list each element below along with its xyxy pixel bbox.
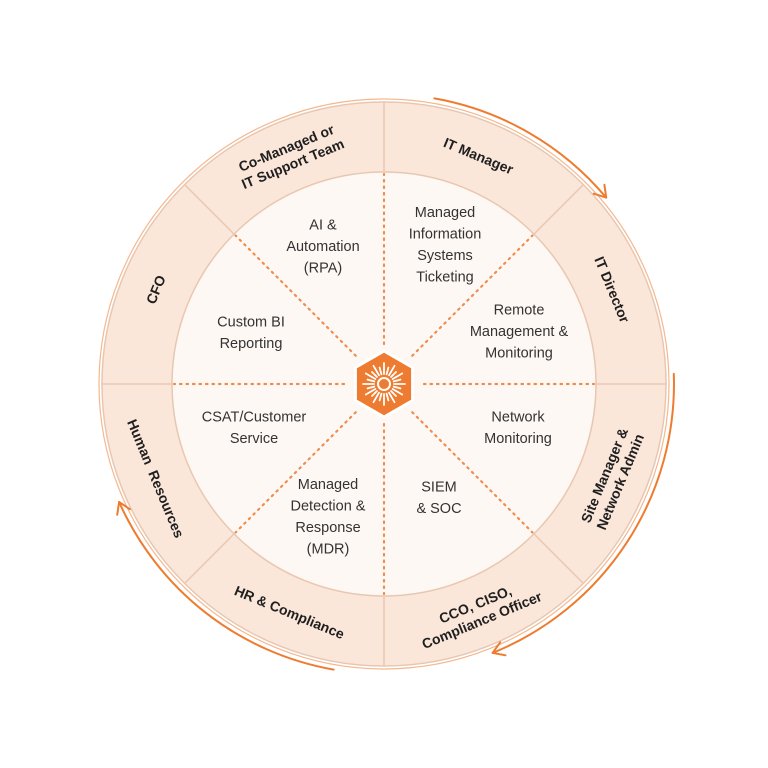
inner-service-line: SIEM xyxy=(421,479,456,495)
ring-divider xyxy=(533,184,584,235)
logo-ray xyxy=(366,385,376,390)
inner-service-line: Monitoring xyxy=(484,431,552,447)
inner-service-line: (RPA) xyxy=(304,261,342,277)
sunburst-logo-icon xyxy=(362,362,406,406)
inner-service-label: Custom BI Reporting xyxy=(217,314,285,352)
inner-service-line: Response xyxy=(295,520,360,536)
logo-ray xyxy=(366,378,376,383)
inner-service-line: Network xyxy=(491,409,545,425)
logo-ray xyxy=(378,366,383,376)
inner-service-line: Reporting xyxy=(220,336,283,352)
cycle-arrow-head-icon xyxy=(592,183,608,199)
inner-service-line: Service xyxy=(230,431,278,447)
dotted-spoke xyxy=(411,411,534,534)
logo-ray xyxy=(372,364,380,377)
logo-ray xyxy=(385,392,390,402)
dotted-spoke xyxy=(234,411,357,534)
inner-service-line: (MDR) xyxy=(307,541,350,557)
inner-service-line: Custom BI xyxy=(217,314,285,330)
logo-ray xyxy=(391,372,404,380)
inner-service-line: Information xyxy=(409,226,482,242)
inner-service-line: Detection & xyxy=(291,498,366,514)
logo-ray xyxy=(391,388,404,396)
hub-hexagon xyxy=(353,349,415,419)
inner-service-line: & SOC xyxy=(416,501,461,517)
cycle-arrow-head-icon xyxy=(116,501,131,516)
cycle-arrows xyxy=(116,97,675,671)
cycle-arrow-arc xyxy=(433,97,608,199)
logo-ray xyxy=(388,391,396,404)
dotted-spoke xyxy=(411,234,534,357)
ring-divider xyxy=(184,533,235,584)
logo-ray xyxy=(390,390,397,397)
cycle-arrow-arc xyxy=(491,372,675,654)
logo-ray xyxy=(372,391,380,404)
logo-ray xyxy=(364,388,377,396)
cycle-arrow-arc xyxy=(118,501,335,671)
logo-ray xyxy=(385,366,390,376)
inner-service-line: Managed xyxy=(415,205,475,221)
inner-service-label: SIEM & SOC xyxy=(416,479,461,517)
hub xyxy=(353,349,415,419)
inner-service-label: AI & Automation (RPA) xyxy=(286,218,359,277)
logo-core xyxy=(377,377,391,391)
inner-service-line: Automation xyxy=(286,239,359,255)
logo-ray xyxy=(392,378,402,383)
logo-ray xyxy=(388,364,396,377)
ring-divider xyxy=(533,533,584,584)
logo-ray xyxy=(392,385,402,390)
inner-service-line: Monitoring xyxy=(485,346,553,362)
logo-ray xyxy=(390,371,397,378)
inner-service-line: CSAT/Customer xyxy=(202,409,307,425)
inner-service-line: AI & xyxy=(309,218,337,234)
outer-ring-rim xyxy=(98,98,670,670)
inner-service-line: Management & xyxy=(470,324,569,340)
dotted-spoke xyxy=(234,234,357,357)
ring-divider xyxy=(184,184,235,235)
cycle-arrow-head-icon xyxy=(491,641,507,657)
inner-service-line: Managed xyxy=(298,477,358,493)
logo-ray xyxy=(364,372,377,380)
logo-ray xyxy=(371,390,378,397)
inner-service-line: Remote xyxy=(494,303,545,319)
logo-ray xyxy=(378,392,383,402)
inner-service-line: Systems xyxy=(417,248,473,264)
logo-ray xyxy=(371,371,378,378)
inner-service-line: Ticketing xyxy=(416,269,473,285)
